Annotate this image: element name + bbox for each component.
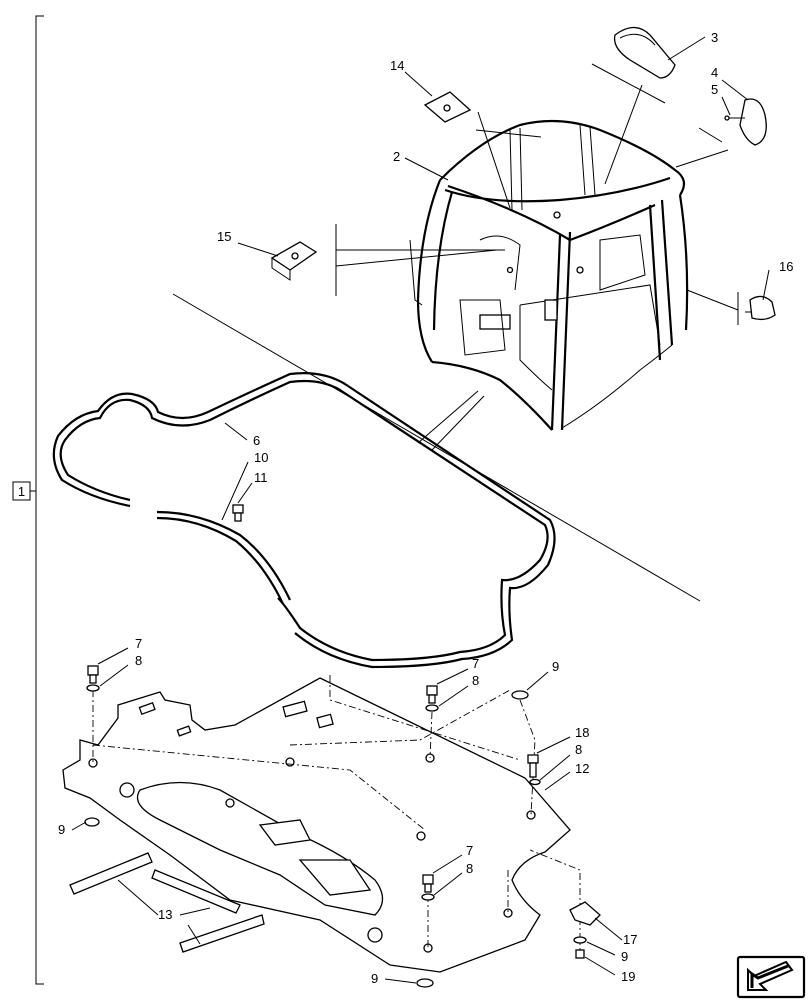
callout-8a: 8: [135, 653, 142, 668]
assembly-bracket: 1: [12, 15, 44, 985]
cab-frame: [409, 119, 689, 431]
part-15-clip: [237, 224, 505, 296]
separation-line: [172, 293, 701, 602]
callout-15: 15: [217, 229, 231, 244]
part-3-sun-visor: [591, 26, 706, 185]
part-10-strip: [156, 461, 291, 605]
callout-2: 2: [393, 149, 400, 164]
callout-9c: 9: [621, 949, 628, 964]
assembly-callout-box: [12, 481, 31, 501]
callout-labels: 2 3 4 5 6 7 8 7 8 9 18 8 12 9 7 8 13 17 …: [58, 30, 793, 986]
assembly-callout-label: 1: [18, 484, 25, 499]
callout-13: 13: [158, 907, 172, 922]
part-12-floor-plate: [62, 675, 581, 973]
callout-9a: 9: [552, 659, 559, 674]
part-16-grommet: [686, 269, 776, 325]
part-14-bracket: [404, 71, 542, 209]
fasteners: [71, 647, 623, 988]
callout-6: 6: [253, 433, 260, 448]
callout-3: 3: [711, 30, 718, 45]
callout-5: 5: [711, 82, 718, 97]
part-11-screw: [232, 482, 253, 522]
callout-18: 18: [575, 725, 589, 740]
leader-2: [404, 157, 449, 181]
callout-14: 14: [390, 58, 404, 73]
part-4-5-mirror: [675, 79, 767, 168]
callout-16: 16: [779, 259, 793, 274]
arrow-nav-icon[interactable]: [736, 955, 806, 999]
callout-12: 12: [575, 761, 589, 776]
callout-19: 19: [621, 969, 635, 984]
part-6-seal: [52, 372, 556, 669]
callout-8d: 8: [466, 861, 473, 876]
callout-8c: 8: [575, 742, 582, 757]
callout-9b: 9: [58, 822, 65, 837]
callout-9d: 9: [371, 971, 378, 986]
callout-7a: 7: [135, 636, 142, 651]
callout-8b: 8: [472, 673, 479, 688]
callout-4: 4: [711, 65, 718, 80]
callout-7b: 7: [472, 656, 479, 671]
part-13-strips: [69, 852, 265, 953]
callout-11: 11: [254, 470, 268, 485]
callout-17: 17: [623, 932, 637, 947]
callout-7c: 7: [466, 843, 473, 858]
callout-10: 10: [254, 450, 268, 465]
